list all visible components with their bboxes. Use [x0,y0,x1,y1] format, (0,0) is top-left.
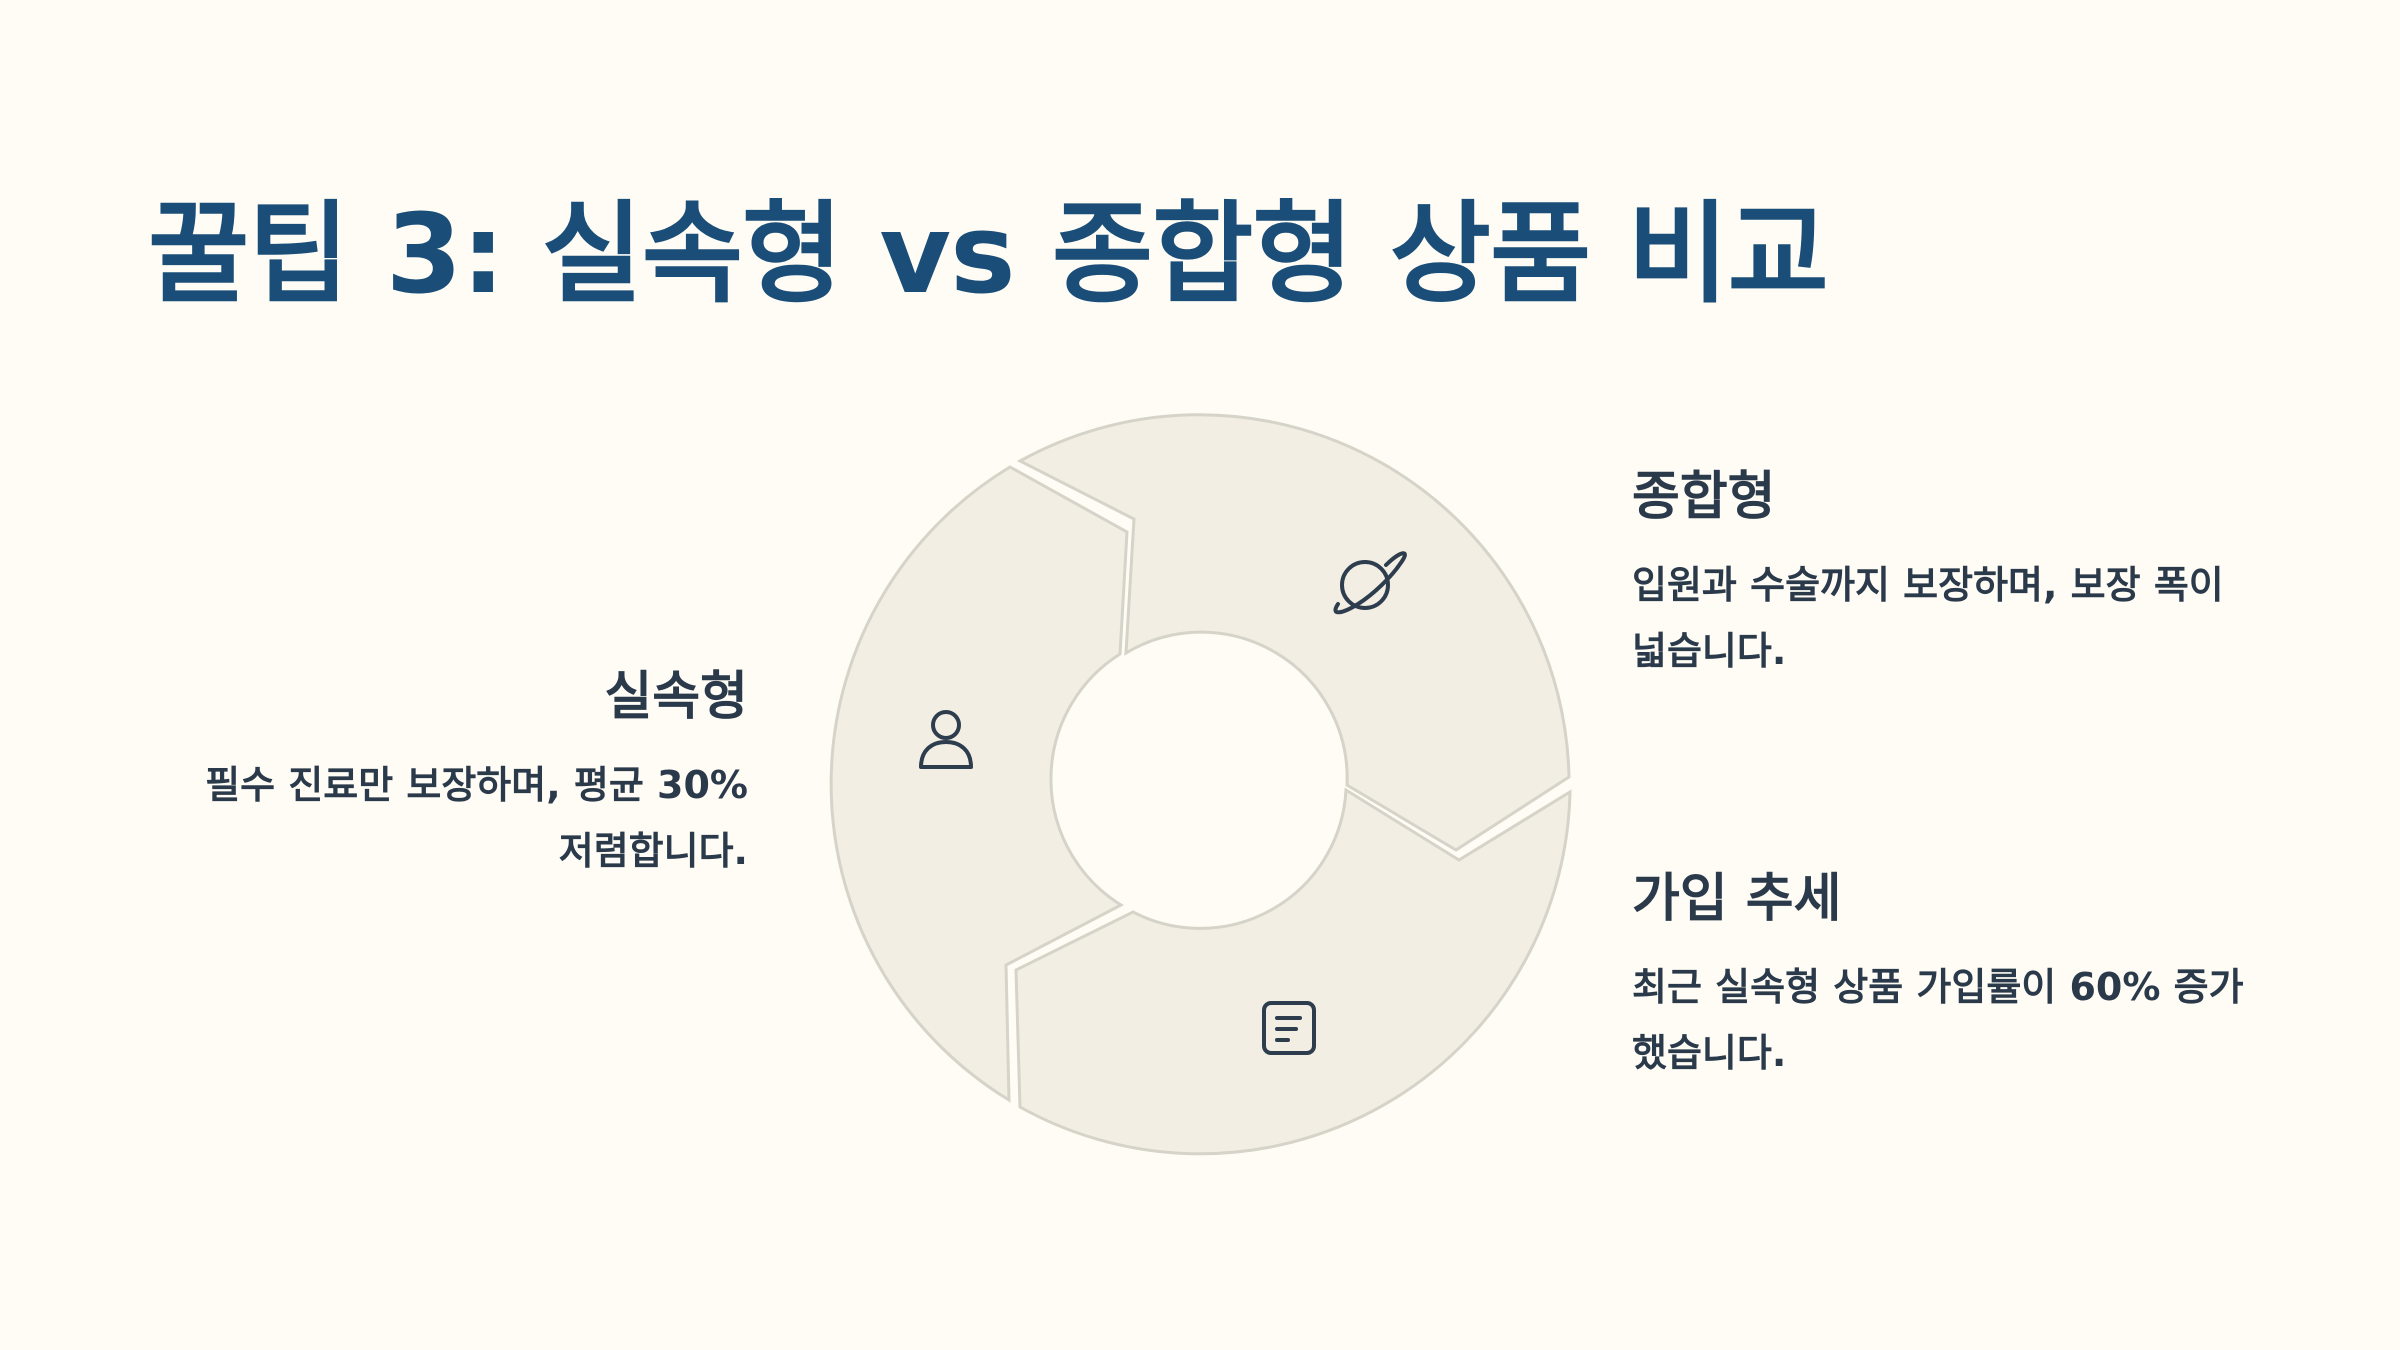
item-description: 입원과 수술까지 보장하며, 보장 폭이 넓습니다. [1632,562,2224,673]
document-icon [1262,1001,1316,1055]
item-subscription-trend: 가입 추세 최근 실속형 상품 가입률이 60% 증가했습니다. [1632,866,2252,1086]
cycle-segment-comprehensive [1016,413,1571,852]
item-heading: 종합형 [1632,467,1776,527]
planet-icon [1333,551,1407,615]
slide-title: 꿀팁 3: 실속형 vs 종합형 상품 비교 [148,190,1829,318]
cycle-segment-trend [1014,787,1572,1156]
cycle-segment-value [829,465,1129,1103]
item-description: 최근 실속형 상품 가입률이 60% 증가했습니다. [1632,964,2244,1075]
user-icon [919,710,973,769]
item-description: 필수 진료만 보장하며, 평균 30% 저렴합니다. [205,762,748,873]
item-heading: 가입 추세 [1632,869,1842,929]
item-comprehensive-type: 종합형 입원과 수술까지 보장하며, 보장 폭이 넓습니다. [1632,464,2232,684]
item-value-type: 실속형 필수 진료만 보장하며, 평균 30% 저렴합니다. [200,664,748,884]
item-heading: 실속형 [604,667,748,727]
